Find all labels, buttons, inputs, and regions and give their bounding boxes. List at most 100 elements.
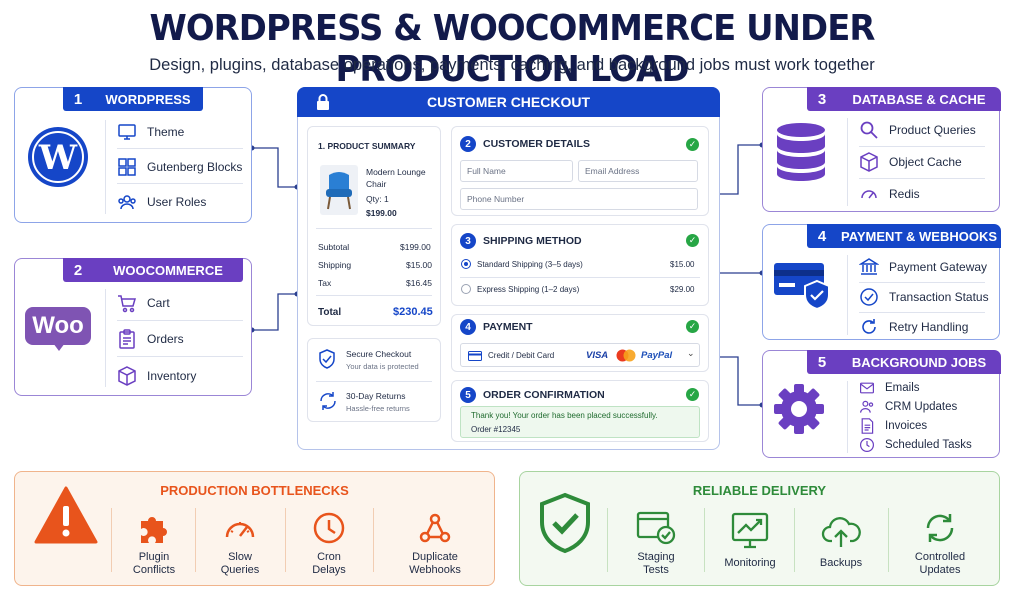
wp-item-user-roles: User Roles: [117, 192, 206, 212]
job-item-label: CRM Updates: [885, 401, 958, 413]
shield-check-icon: [540, 492, 590, 554]
pay-item-label: Payment Gateway: [889, 260, 988, 274]
payment-method-label: Credit / Debit Card: [488, 351, 555, 360]
standard-label: Standard Shipping (3–5 days): [477, 260, 583, 269]
secure-title: Secure Checkout: [346, 349, 412, 359]
standard-price: $15.00: [670, 260, 695, 269]
woo-item-label: Inventory: [147, 369, 197, 383]
bottleneck-label-2: Conflicts: [132, 564, 176, 576]
wordpress-logo-icon: W: [28, 127, 88, 187]
trust-card: Secure Checkout Your data is protected 3…: [307, 338, 441, 422]
subtotal-value: $199.00: [400, 242, 431, 252]
summary-title: 1. PRODUCT SUMMARY: [318, 141, 416, 151]
woo-item-label: Orders: [147, 332, 184, 346]
wp-item-theme: Theme: [117, 122, 184, 142]
payment-method-select[interactable]: Credit / Debit Card VISA PayPal ⌄: [460, 343, 700, 367]
total-label: Total: [318, 307, 342, 318]
product-price: $199.00: [366, 208, 397, 218]
mastercard-logo-icon: [616, 349, 636, 362]
jobs-number: 5: [817, 353, 827, 371]
check-icon: ✓: [686, 320, 699, 333]
cart-icon: [118, 295, 136, 313]
delivery-label: Monitoring: [724, 557, 776, 569]
pay-item-label: Retry Handling: [889, 320, 969, 334]
paypal-logo: PayPal: [641, 350, 673, 361]
page-subtitle: Design, plugins, database operations, pa…: [149, 56, 875, 74]
database-panel: 3 DATABASE & CACHE Product Queries Objec…: [762, 87, 1001, 212]
checkout-panel: CUSTOMER CHECKOUT 1. PRODUCT SUMMARY Mod…: [297, 87, 720, 450]
express-price: $29.00: [670, 285, 695, 294]
standard-radio[interactable]: [461, 259, 471, 269]
wp-item-label: Gutenberg Blocks: [147, 160, 243, 174]
wordpress-title: WORDPRESS: [105, 91, 191, 107]
job-item-label: Emails: [885, 382, 920, 394]
woo-item-cart: Cart: [117, 293, 170, 313]
secure-sub: Your data is protected: [346, 362, 419, 371]
woo-item-orders: Orders: [117, 329, 184, 349]
db-item-object-cache: Object Cache: [859, 152, 962, 172]
clipboard-icon: [119, 329, 135, 349]
check-icon: ✓: [686, 388, 699, 401]
checkout-header: CUSTOMER CHECKOUT: [297, 87, 720, 117]
box-icon: [118, 366, 136, 386]
users-icon: [118, 195, 136, 210]
delivery-label: Backups: [819, 557, 863, 569]
woo-item-label: Cart: [147, 296, 170, 310]
bottlenecks-title: PRODUCTION BOTTLENECKS: [160, 483, 349, 498]
order-number: Order #12345: [471, 425, 521, 434]
wordpress-panel: 1 WORDPRESS W Theme Gutenberg Blocks Use…: [14, 87, 252, 223]
chair-image: [320, 165, 358, 215]
cube-icon: [860, 152, 878, 172]
gauge-icon: [861, 190, 877, 199]
wordpress-tag: 1 WORDPRESS: [63, 87, 203, 111]
express-radio[interactable]: [461, 284, 471, 294]
payment-panel-title: PAYMENT & WEBHOOKS: [840, 228, 997, 244]
background-jobs-panel: 5 BACKGROUND JOBS Emails CRM Updates Inv…: [762, 350, 1001, 458]
woocommerce-number: 2: [73, 261, 83, 279]
wp-item-label: Theme: [147, 125, 185, 139]
details-title: CUSTOMER DETAILS: [483, 138, 590, 150]
delivery-backups: Backups: [800, 511, 882, 570]
delivery-monitoring: Monitoring: [710, 511, 790, 570]
product-name-2: Chair: [366, 179, 387, 189]
search-icon: [860, 121, 878, 139]
pay-item-retry: Retry Handling: [859, 317, 968, 337]
db-item-redis: Redis: [859, 184, 920, 204]
shipping-value: $15.00: [406, 260, 432, 270]
speedometer-icon: [225, 522, 255, 538]
bank-icon: [859, 258, 879, 275]
tax-value: $16.45: [406, 278, 432, 288]
page-title: WORDPRESS & WOOCOMMERCE UNDER PRODUCTION…: [149, 8, 875, 90]
total-value: $230.45: [393, 306, 433, 318]
db-item-label: Product Queries: [889, 123, 976, 137]
clock-icon: [313, 512, 345, 544]
jobs-tag: 5 BACKGROUND JOBS: [807, 350, 1001, 374]
payment-title: PAYMENT: [483, 321, 533, 333]
monitor-chart-icon: [731, 512, 769, 549]
refresh-icon: [926, 514, 954, 542]
db-item-product-queries: Product Queries: [859, 120, 976, 140]
woo-logo: Woo: [25, 307, 91, 345]
shipping-number: 3: [460, 233, 476, 249]
delivery-label: Staging: [637, 551, 675, 563]
full-name-input[interactable]: Full Name: [460, 160, 573, 182]
returns-icon: [320, 392, 336, 410]
pay-item-gateway: Payment Gateway: [859, 257, 987, 277]
card-shield-icon: [774, 263, 830, 311]
bottleneck-label: Cron: [317, 551, 341, 563]
shield-check-icon: [319, 349, 335, 369]
phone-input[interactable]: Phone Number: [460, 188, 698, 210]
email-input[interactable]: Email Address: [578, 160, 698, 182]
payment-webhooks-panel: 4 PAYMENT & WEBHOOKS Payment Gateway Tra…: [762, 224, 1001, 340]
puzzle-icon: [141, 517, 167, 543]
